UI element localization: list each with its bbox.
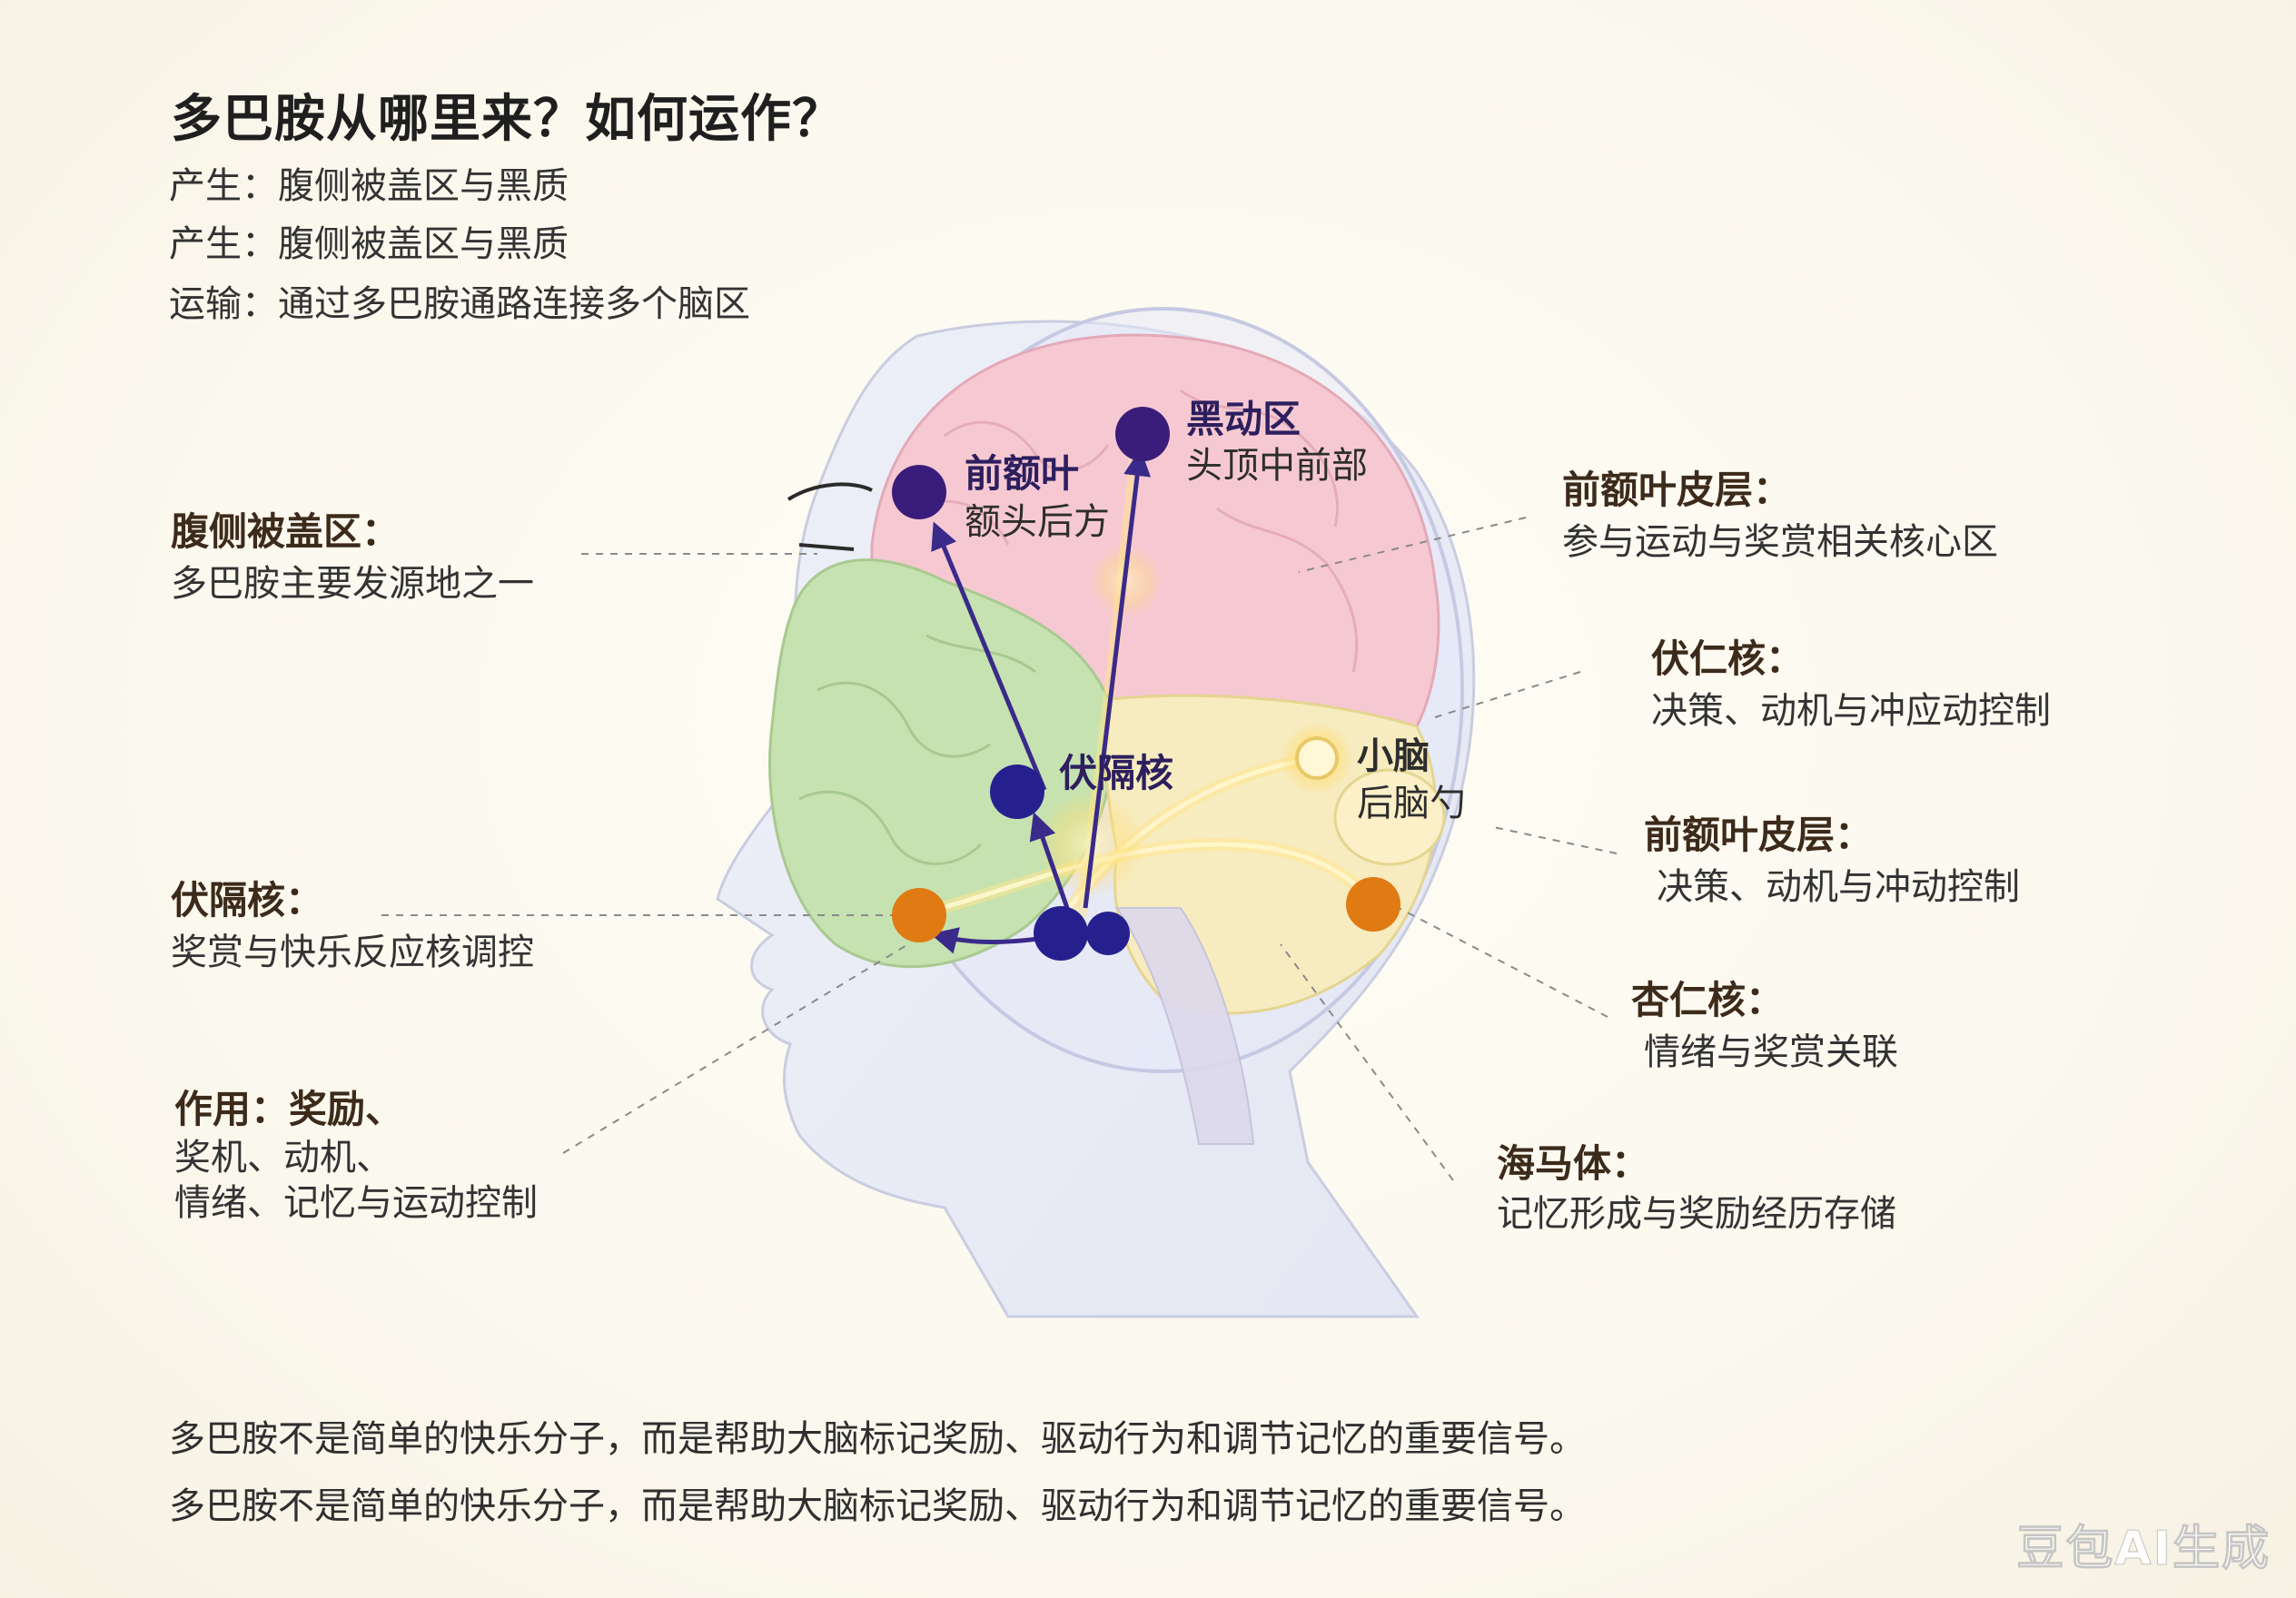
intro-line-3: 运输：通过多巴胺通路连接多个脑区 [169,283,750,325]
vta-label-desc: 多巴胺主要发源地之一 [171,563,534,605]
leader-lines [381,517,1618,1181]
ai-watermark: 豆包AI生成 [2016,1522,2271,1577]
cerebellum-node [1295,736,1339,780]
nacc-region-name: 伏隔核 [1059,751,1174,795]
intro-line-1: 产生：腹侧被盖区与黑质 [169,165,569,207]
vta-label-head: 腹侧被盖区： [171,509,401,554]
nacc-node [990,764,1044,819]
cerebellum-region-name: 小脑 [1357,735,1430,777]
page-title: 多巴胺从哪里来？如何运作？ [171,90,844,149]
footer-line-2: 多巴胺不是简单的快乐分子，而是帮助大脑标记奖励、驱动行为和调节记忆的重要信号。 [169,1485,1586,1527]
amygdala-label-head: 杏仁核： [1631,978,1785,1022]
function-label-head: 作用：奖励、 [174,1087,404,1131]
vta-node-1 [1034,906,1088,961]
cerebellum-region-desc: 后脑勺 [1357,783,1466,824]
pfc1-label-desc: 参与运动与奖赏相关核心区 [1562,521,1998,563]
motor-region-name: 黑动区 [1186,397,1301,441]
brainstem [1115,907,1255,1145]
amygdala-label-desc: 情绪与奖赏关联 [1644,1031,1898,1073]
pfc2-label-head: 前额叶皮层： [1644,813,1874,857]
frontal-node [892,465,946,519]
pfc2-label-desc: 决策、动机与冲动控制 [1657,866,2020,908]
nacc-label-head: 伏隔核： [171,878,324,922]
footer-line-1: 多巴胺不是简单的快乐分子，而是帮助大脑标记奖励、驱动行为和调节记忆的重要信号。 [169,1418,1586,1460]
pfc1-label-head: 前额叶皮层： [1562,468,1792,512]
cerebellum-shape [1333,768,1446,866]
nacc-label-desc: 奖赏与快乐反应核调控 [171,932,534,973]
nacc2-label-desc: 决策、动机与冲应动控制 [1651,690,2051,732]
frontal-region-name: 前额叶 [965,451,1080,496]
nacc2-label-head: 伏仁核： [1651,636,1805,681]
hippocampus-label-desc: 记忆形成与奖励经历存储 [1497,1193,1896,1235]
function-label-line3: 情绪、记忆与运动控制 [174,1182,538,1224]
left-orange-node [892,888,946,942]
right-orange-node [1346,877,1400,932]
hippocampus-label-head: 海马体： [1497,1141,1650,1186]
motor-region-desc: 头顶中前部 [1186,445,1368,487]
motor-node [1115,407,1170,461]
function-label-line2: 奖机、动机、 [174,1137,392,1179]
intro-line-2: 产生：腹侧被盖区与黑质 [169,223,569,265]
frontal-region-desc: 额头后方 [965,501,1110,543]
green-lobe [768,558,1114,969]
vta-node-2 [1086,912,1130,955]
